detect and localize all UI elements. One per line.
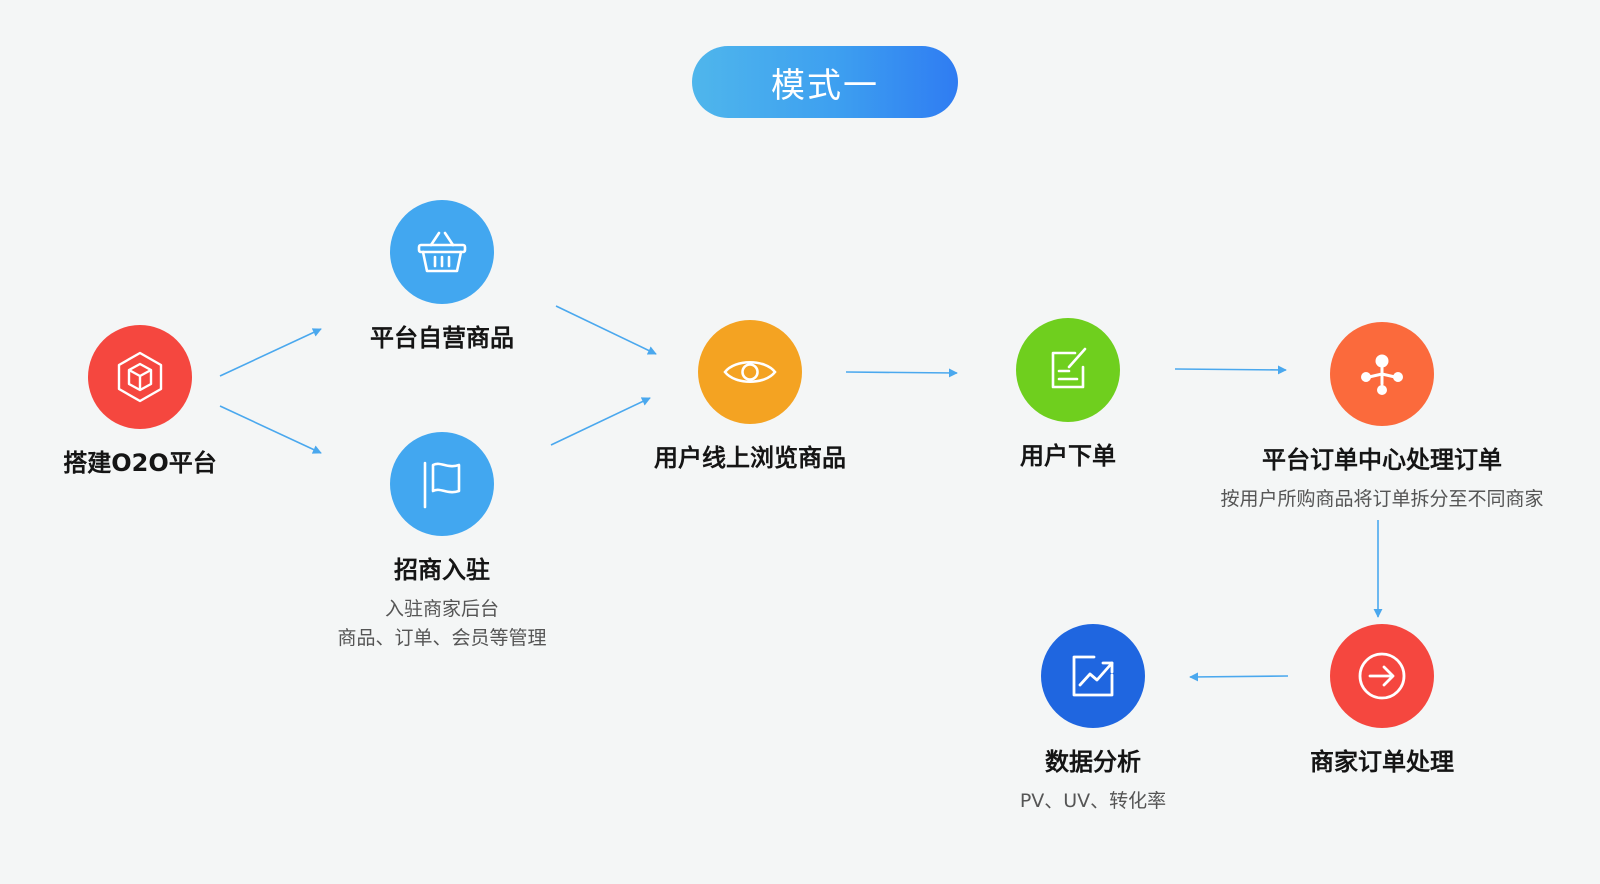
node-data-analysis: 数据分析 PV、UV、转化率	[883, 624, 1303, 816]
node-label: 数据分析	[1045, 748, 1141, 776]
description-line: PV、UV、转化率	[1019, 790, 1167, 812]
arrow-build-to-merchant	[219, 405, 322, 454]
node-label: 平台订单中心处理订单	[1262, 446, 1502, 474]
basket-icon	[390, 200, 494, 304]
chart-up-icon	[1041, 624, 1145, 728]
node-merchant-settle: 招商入驻 入驻商家后台 商品、订单、会员等管理	[232, 432, 652, 653]
eye-icon	[698, 320, 802, 424]
node-merchant-process: 商家订单处理	[1172, 624, 1592, 777]
description-line: 商品、订单、会员等管理	[337, 627, 547, 649]
node-label: 商家订单处理	[1310, 748, 1454, 776]
arrow-merchant-to-browse	[550, 397, 651, 446]
node-description: 按用户所购商品将订单拆分至不同商家	[1172, 485, 1592, 514]
node-label: 招商入驻	[394, 556, 490, 584]
node-label: 搭建O2O平台	[63, 449, 217, 477]
arrow-build-to-selfrun	[219, 328, 322, 377]
description-line: 入驻商家后台	[384, 598, 499, 620]
node-label: 用户下单	[1020, 442, 1116, 470]
arrow-process-to-analysis	[1189, 672, 1289, 682]
node-user-browse: 用户线上浏览商品	[540, 320, 960, 473]
edit-icon	[1016, 318, 1120, 422]
arrow-selfrun-to-browse	[555, 305, 657, 355]
mode-title: 模式一	[771, 65, 879, 106]
node-build-platform: 搭建O2O平台	[0, 325, 350, 478]
node-description: 入驻商家后台 商品、订单、会员等管理	[232, 595, 652, 653]
node-order-center: 平台订单中心处理订单 按用户所购商品将订单拆分至不同商家	[1172, 322, 1592, 514]
mode-title-badge: 模式一	[692, 46, 958, 118]
cube-icon	[88, 325, 192, 429]
arrow-order-to-center	[1174, 365, 1287, 375]
node-self-run-goods: 平台自营商品	[232, 200, 652, 353]
description-line: 按用户所购商品将订单拆分至不同商家	[1220, 488, 1544, 510]
arrow-browse-to-order	[845, 368, 958, 378]
node-description: PV、UV、转化率	[883, 787, 1303, 816]
node-label: 用户线上浏览商品	[654, 444, 846, 472]
share-nodes-icon	[1330, 322, 1434, 426]
arrow-circle-icon	[1330, 624, 1434, 728]
flag-icon	[390, 432, 494, 536]
node-label: 平台自营商品	[370, 324, 514, 352]
node-user-order: 用户下单	[858, 318, 1278, 471]
